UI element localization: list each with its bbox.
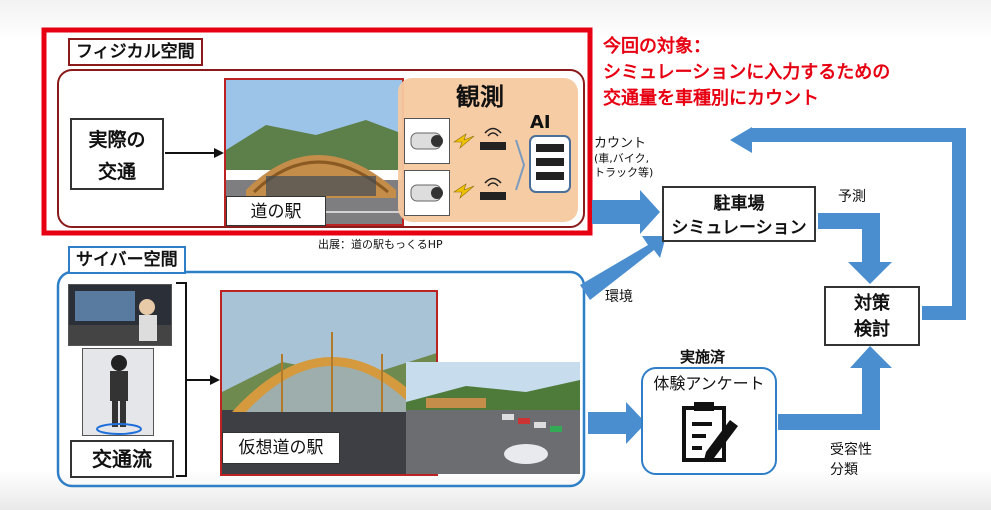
physical-space-frame bbox=[57, 69, 585, 228]
survey-to-measures-arrow[interactable] bbox=[778, 346, 892, 430]
real-traffic-arrow-head bbox=[214, 148, 224, 158]
camera-2-icon bbox=[404, 170, 450, 216]
simulation-line1: 駐車場 bbox=[713, 194, 765, 214]
station-caption: 道の駅 bbox=[226, 196, 326, 226]
prediction-arrow[interactable] bbox=[818, 213, 892, 284]
simulation-line2: シミュレーション bbox=[671, 218, 807, 238]
acceptance-label: 受容性 分類 bbox=[830, 440, 872, 480]
observation-title: 観測 bbox=[456, 83, 504, 111]
real-traffic-line2: 交通 bbox=[97, 161, 136, 183]
real-traffic-box: 実際の 交通 bbox=[70, 118, 164, 190]
measures-line1: 対策 bbox=[854, 293, 890, 314]
physical-space-tag: フィジカル空間 bbox=[68, 38, 203, 66]
station-photo bbox=[224, 78, 404, 226]
prediction-label: 予測 bbox=[838, 189, 866, 205]
survey-title: 体験アンケート bbox=[653, 374, 765, 393]
measures-line2: 検討 bbox=[854, 319, 890, 340]
environment-to-simulation-arrow[interactable] bbox=[580, 236, 666, 300]
parking-lot-render bbox=[406, 362, 580, 474]
router-icon bbox=[480, 192, 506, 200]
target-note-line2: シミュレーションに入力するための bbox=[603, 62, 891, 83]
signal-icons bbox=[452, 118, 512, 218]
real-traffic-line1: 実際の bbox=[88, 129, 146, 151]
camera-1-icon bbox=[404, 118, 450, 164]
target-note: 今回の対象： シミュレーションに入力するための 交通量を車種別にカウント bbox=[603, 34, 890, 112]
vr-user-photo bbox=[82, 348, 154, 436]
driving-simulator-photo bbox=[68, 284, 172, 346]
cyber-space-frame bbox=[56, 270, 586, 488]
lightning-icon bbox=[453, 133, 475, 149]
traffic-flow-box: 交通流 bbox=[70, 440, 174, 478]
count-to-simulation-arrow[interactable] bbox=[592, 190, 660, 234]
count-detail1: (車,バイク, bbox=[594, 152, 650, 165]
cyber-to-survey-arrow[interactable] bbox=[588, 402, 646, 444]
count-label: カウント (車,バイク, トラック等) bbox=[594, 135, 653, 180]
target-note-line1: 今回の対象： bbox=[603, 36, 711, 57]
cyber-arrow-head bbox=[210, 375, 220, 385]
acceptance-line1: 受容性 bbox=[830, 442, 872, 458]
acceptance-line2: 分類 bbox=[830, 462, 858, 478]
clipboard-icon bbox=[682, 402, 738, 462]
measures-box: 対策 検討 bbox=[824, 286, 920, 346]
count-detail2: トラック等) bbox=[594, 166, 654, 179]
cyber-space-tag: サイバー空間 bbox=[68, 246, 186, 274]
station-photo-illustration bbox=[226, 80, 402, 224]
lightning-icon bbox=[453, 183, 475, 199]
server-icon bbox=[514, 134, 574, 196]
virtual-station-render bbox=[220, 290, 438, 476]
simulation-box: 駐車場 シミュレーション bbox=[662, 186, 816, 242]
count-title: カウント bbox=[594, 136, 647, 151]
cyber-bracket bbox=[176, 282, 187, 477]
target-note-line3: 交通量を車種別にカウント bbox=[603, 88, 819, 109]
ai-label: AI bbox=[530, 112, 551, 133]
router-icon bbox=[480, 142, 506, 150]
survey-done-label: 実施済 bbox=[680, 348, 726, 366]
physical-highlight-frame bbox=[41, 27, 593, 236]
virtual-station-caption: 仮想道の駅 bbox=[222, 432, 340, 464]
environment-label: 環境 bbox=[605, 289, 633, 305]
source-note: 出展：道の駅もっくるHP bbox=[318, 238, 443, 251]
